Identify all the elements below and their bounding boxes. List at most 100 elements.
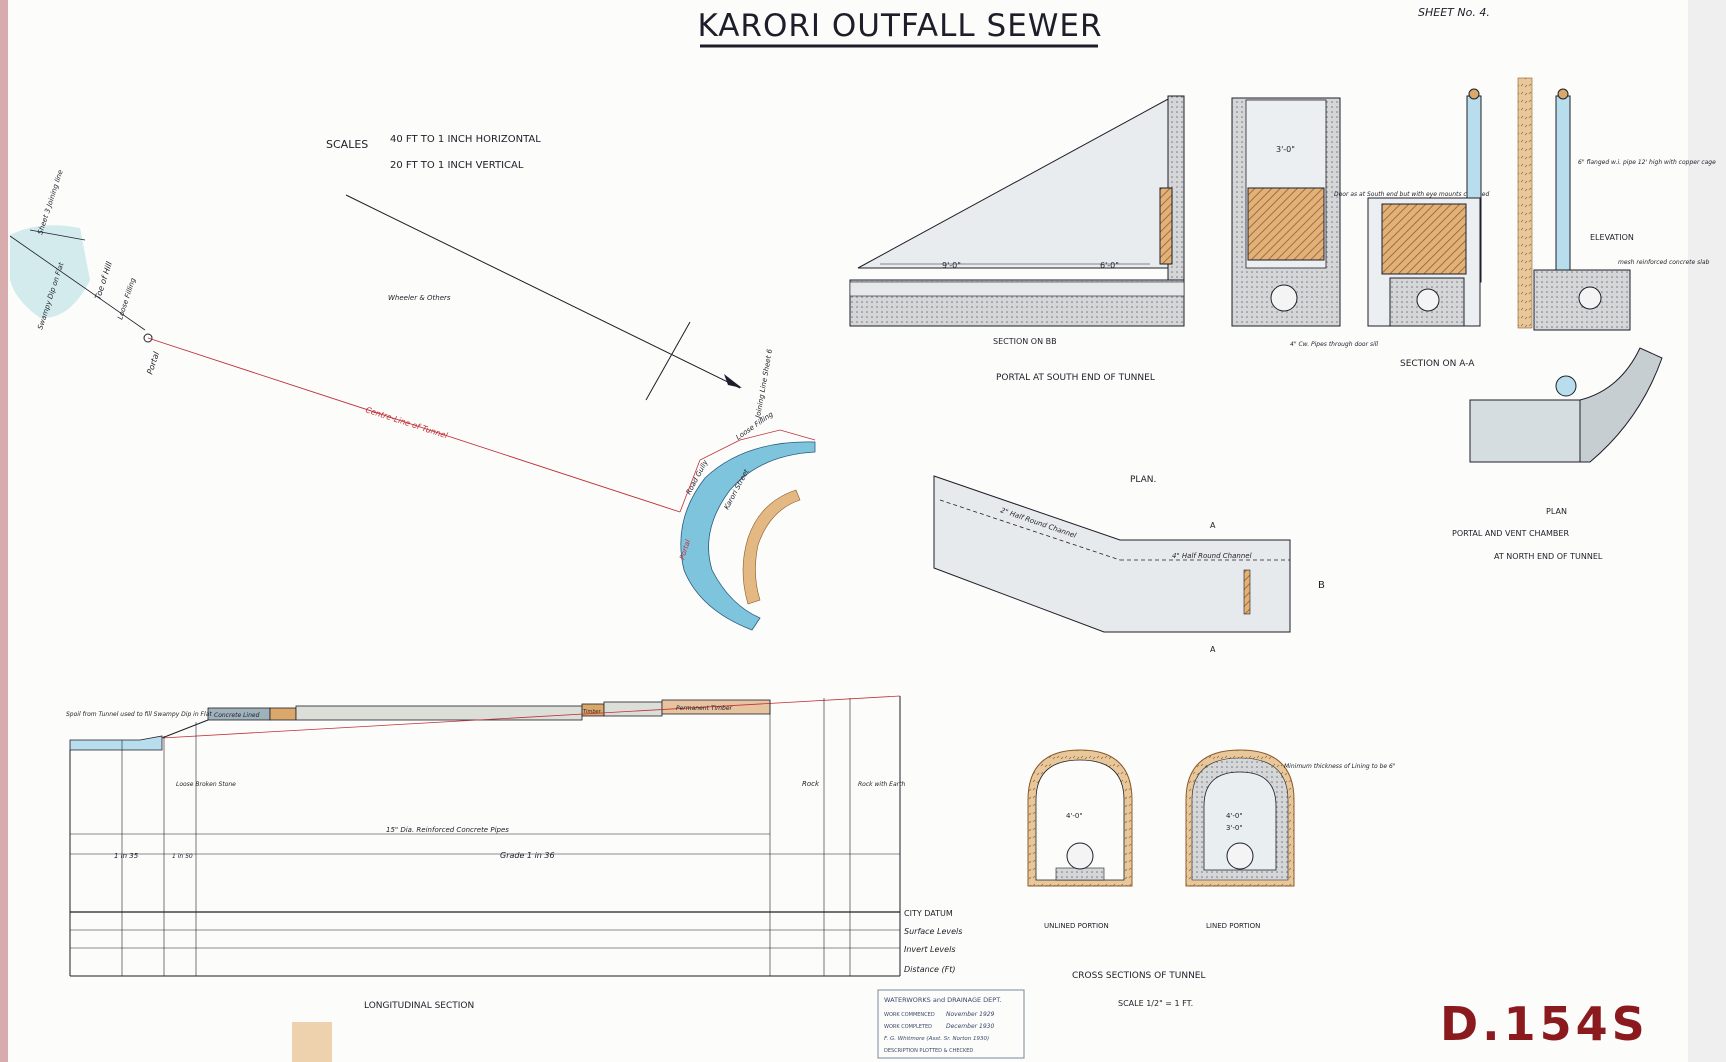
south-portal-section-bb: 9'-0" 6'-0" SECTION ON BB PORTAL AT SOUT… bbox=[849, 95, 1185, 383]
lined-dim-1: 4'-0" bbox=[1226, 812, 1243, 820]
north-plan-shaft bbox=[1555, 375, 1577, 397]
road-fill bbox=[742, 489, 801, 605]
cross-sections-scale: SCALE 1/2" = 1 FT. bbox=[1118, 999, 1193, 1008]
lined-pipe bbox=[1226, 842, 1254, 870]
unlined-bedding bbox=[1055, 867, 1105, 881]
vent-pipe-right bbox=[1555, 95, 1571, 283]
loose-broken-label: Loose Broken Stone bbox=[176, 781, 236, 788]
plan-label-a-bottom: A bbox=[1210, 645, 1216, 654]
north-plan-tunnel bbox=[1469, 399, 1581, 463]
door-note: Door as at South end but with eye mounts… bbox=[1334, 191, 1489, 198]
north-title-1: PORTAL AND VENT CHAMBER bbox=[1452, 529, 1569, 538]
cross-sections-title: CROSS SECTIONS OF TUNNEL bbox=[1072, 971, 1206, 981]
concrete-lined-label: Concrete Lined bbox=[214, 712, 260, 719]
north-arrow-crossbar bbox=[645, 321, 691, 401]
portal-south-title: PORTAL AT SOUTH END OF TUNNEL bbox=[996, 373, 1155, 383]
spoil-fill bbox=[69, 735, 163, 751]
plan-door bbox=[1243, 569, 1251, 615]
stamp-completed-label: WORK COMPLETED bbox=[884, 1024, 932, 1030]
scale-vertical: 20 FT TO 1 INCH VERTICAL bbox=[390, 160, 524, 171]
left-edge-stain bbox=[0, 0, 8, 1062]
tunnel-centre-line bbox=[147, 337, 681, 513]
spoil-note: Spoil from Tunnel used to fill Swampy Di… bbox=[66, 711, 212, 718]
section-aa: SECTION ON A-A bbox=[1367, 88, 1482, 369]
permanent-timber-label: Permanent Timber bbox=[676, 705, 733, 712]
dim-3ft: 3'-0" bbox=[1276, 145, 1295, 154]
stamp-border bbox=[877, 989, 1025, 1059]
vent-cap-left bbox=[1468, 88, 1480, 100]
stamp-tape bbox=[292, 1022, 332, 1062]
min-thickness-note: Minimum thickness of Lining to be 6" bbox=[1284, 763, 1396, 770]
sheet-number: SHEET No. 4. bbox=[1418, 6, 1490, 19]
portal-left-marker bbox=[143, 333, 153, 343]
door-panel bbox=[1247, 187, 1325, 261]
north-plan-bend bbox=[1579, 347, 1663, 463]
dim-6ft: 6'-0" bbox=[1100, 261, 1119, 270]
earth-face bbox=[1517, 77, 1533, 329]
slab-note: mesh reinforced concrete slab bbox=[1618, 259, 1710, 266]
stamp-commenced: November 1929 bbox=[946, 1011, 995, 1018]
unlined-dim: 4'-0" bbox=[1066, 812, 1083, 820]
stamp-commenced-label: WORK COMMENCED bbox=[884, 1012, 935, 1018]
dim-9ft: 9'-0" bbox=[942, 261, 961, 270]
rock-label: Rock bbox=[802, 780, 820, 788]
rock-earth-label: Rock with Earth bbox=[858, 781, 905, 788]
grade1-label: 1 in 35 bbox=[114, 852, 139, 860]
stamp-description: DESCRIPTION PLOTTED & CHECKED bbox=[884, 1048, 973, 1054]
ground-line bbox=[161, 719, 209, 739]
unlined-label: UNLINED PORTION bbox=[1044, 922, 1109, 930]
drawing-title: KARORI OUTFALL SEWER bbox=[697, 8, 1102, 44]
tunnel-band-2 bbox=[603, 701, 663, 717]
red-site-boundary bbox=[679, 429, 816, 513]
stamp-completed: December 1930 bbox=[946, 1023, 994, 1030]
vent-cap-right bbox=[1557, 88, 1569, 100]
grade2-label: 1 in 50 bbox=[172, 853, 193, 860]
plan-tunnel-body bbox=[933, 475, 1291, 633]
right-edge-shadow bbox=[1688, 0, 1726, 1062]
stream bbox=[680, 441, 816, 631]
north-arrow-head bbox=[724, 374, 742, 388]
lined-label: LINED PORTION bbox=[1206, 922, 1260, 930]
stamp-dept: WATERWORKS and DRAINAGE DEPT. bbox=[884, 996, 1001, 1004]
tunnel-band bbox=[295, 705, 583, 721]
door-timber bbox=[1159, 187, 1173, 265]
timber-label: Timber bbox=[583, 709, 602, 715]
pipes-note: 4" Cw. Pipes through door sill bbox=[1290, 341, 1378, 348]
plan-title: PLAN. bbox=[1130, 475, 1156, 485]
north-portal-elevation: 6" flanged w.i. pipe 12' high with coppe… bbox=[1517, 77, 1716, 331]
north-chamber-pipe bbox=[1578, 286, 1602, 310]
lined-dim-2: 3'-0" bbox=[1226, 824, 1243, 832]
north-title-2: AT NORTH END OF TUNNEL bbox=[1494, 552, 1603, 561]
swamp-area bbox=[10, 225, 90, 319]
unlined-pipe bbox=[1066, 842, 1094, 870]
scale-horizontal: 40 FT TO 1 INCH HORIZONTAL bbox=[390, 134, 541, 145]
drawing-number: D.154S bbox=[1440, 997, 1649, 1051]
north-vent-plan: PLAN PORTAL AND VENT CHAMBER AT NORTH EN… bbox=[1452, 347, 1663, 561]
plan-label-a-top: A bbox=[1210, 521, 1216, 530]
north-arrow-line bbox=[345, 194, 741, 389]
north-plan-label: PLAN bbox=[1546, 507, 1567, 516]
section-aa-label: SECTION ON A-A bbox=[1400, 359, 1475, 369]
scales-label: SCALES bbox=[326, 138, 368, 151]
toe-of-hill-line bbox=[9, 235, 146, 331]
elevation-label: ELEVATION bbox=[1590, 233, 1634, 242]
cross-sections: 4'-0" UNLINED PORTION 4'-0" 3'-0" Minimu… bbox=[1027, 749, 1396, 1008]
invert-levels-label: Invert Levels bbox=[904, 945, 955, 954]
plan-channel-1 bbox=[939, 499, 1121, 561]
grade3-label: Grade 1 in 36 bbox=[500, 851, 555, 860]
sheet3-joining-line bbox=[29, 229, 86, 241]
surface-red-line bbox=[161, 695, 901, 739]
surface-levels-label: Surface Levels bbox=[904, 927, 962, 936]
pipe-note: 6" flanged w.i. pipe 12' high with coppe… bbox=[1578, 159, 1716, 166]
city-datum-label: CITY DATUM bbox=[904, 909, 953, 918]
timber-band-1 bbox=[269, 707, 297, 721]
department-stamp: WATERWORKS and DRAINAGE DEPT. WORK COMME… bbox=[292, 989, 1025, 1062]
stamp-engineer: F. G. Whitmore (Asst. Sr. Norton 1930) bbox=[884, 1036, 989, 1042]
floor-channel bbox=[849, 281, 1185, 297]
door-pipe-circle bbox=[1270, 284, 1298, 312]
longitudinal-title: LONGITUDINAL SECTION bbox=[364, 1001, 474, 1011]
survey-label: Wheeler & Others bbox=[388, 294, 451, 302]
plan-label-b: B bbox=[1318, 580, 1325, 591]
